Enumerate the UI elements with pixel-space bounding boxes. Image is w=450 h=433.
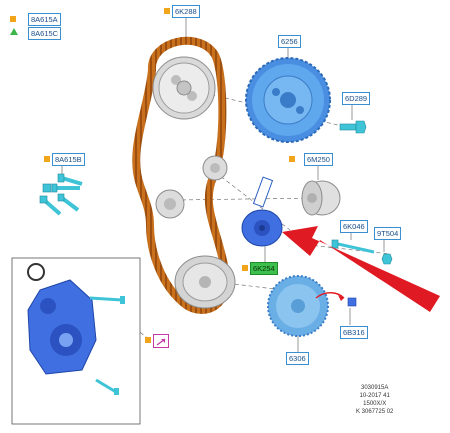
callout-bolt-kit[interactable]: 8A615B <box>52 153 85 166</box>
callout-crank-sprocket-bolt[interactable]: 6B316 <box>340 326 368 339</box>
legend-code-orange: 8A615A <box>28 13 61 26</box>
crankshaft-sprocket-grey <box>174 255 236 309</box>
note-line: 10-2017 41 <box>359 393 390 399</box>
orange-square-marker <box>289 156 295 162</box>
tensioner-bolt <box>331 239 375 254</box>
callout-camshaft-bolt[interactable]: 6D289 <box>342 92 371 105</box>
water-pump-inset <box>11 257 141 425</box>
tensioner <box>241 176 283 247</box>
orange-square-marker <box>242 265 248 271</box>
bolt-kit <box>39 173 83 216</box>
idler-pulley-left <box>155 189 185 219</box>
callout-idler-pulley[interactable]: 6M250 <box>304 153 333 166</box>
highlight-arrow <box>282 226 440 312</box>
callout-tensioner-nut[interactable]: 9T504 <box>374 227 402 240</box>
camshaft-sprocket-grey <box>152 56 216 120</box>
callout-tensioner-bolt[interactable]: 6K046 <box>340 220 368 233</box>
orange-square-marker <box>164 8 170 14</box>
callout-crankshaft-pulley[interactable]: 6306 <box>286 352 309 365</box>
arrow-icon <box>156 338 166 346</box>
callout-camshaft-sprocket[interactable]: 6256 <box>278 35 301 48</box>
callout-tensioner[interactable]: 6K254 <box>250 262 278 275</box>
idler-pulley <box>301 180 341 216</box>
note-line: 1500X/X <box>363 401 387 407</box>
note-line: K 3067725 02 <box>356 409 394 415</box>
note-line: 3030915A <box>361 385 389 391</box>
orange-square-marker <box>145 337 151 343</box>
callout-timing-belt[interactable]: 6K288 <box>172 5 200 18</box>
green-triangle-marker <box>10 28 18 35</box>
camshaft-sprocket-blue <box>245 57 331 143</box>
orange-square-marker <box>10 16 16 22</box>
legend-code-green: 8A615C <box>28 27 62 40</box>
link-reference-icon[interactable] <box>153 334 169 348</box>
revision-notes: 3030915A 10-2017 41 1500X/X K 3067725 02 <box>356 384 393 416</box>
camshaft-bolt <box>339 120 367 134</box>
crankshaft-pulley <box>267 275 329 337</box>
orange-square-marker <box>44 156 50 162</box>
crankshaft-bolt <box>315 292 357 307</box>
idler-pulley-small <box>202 155 228 181</box>
tensioner-nut <box>381 253 393 265</box>
